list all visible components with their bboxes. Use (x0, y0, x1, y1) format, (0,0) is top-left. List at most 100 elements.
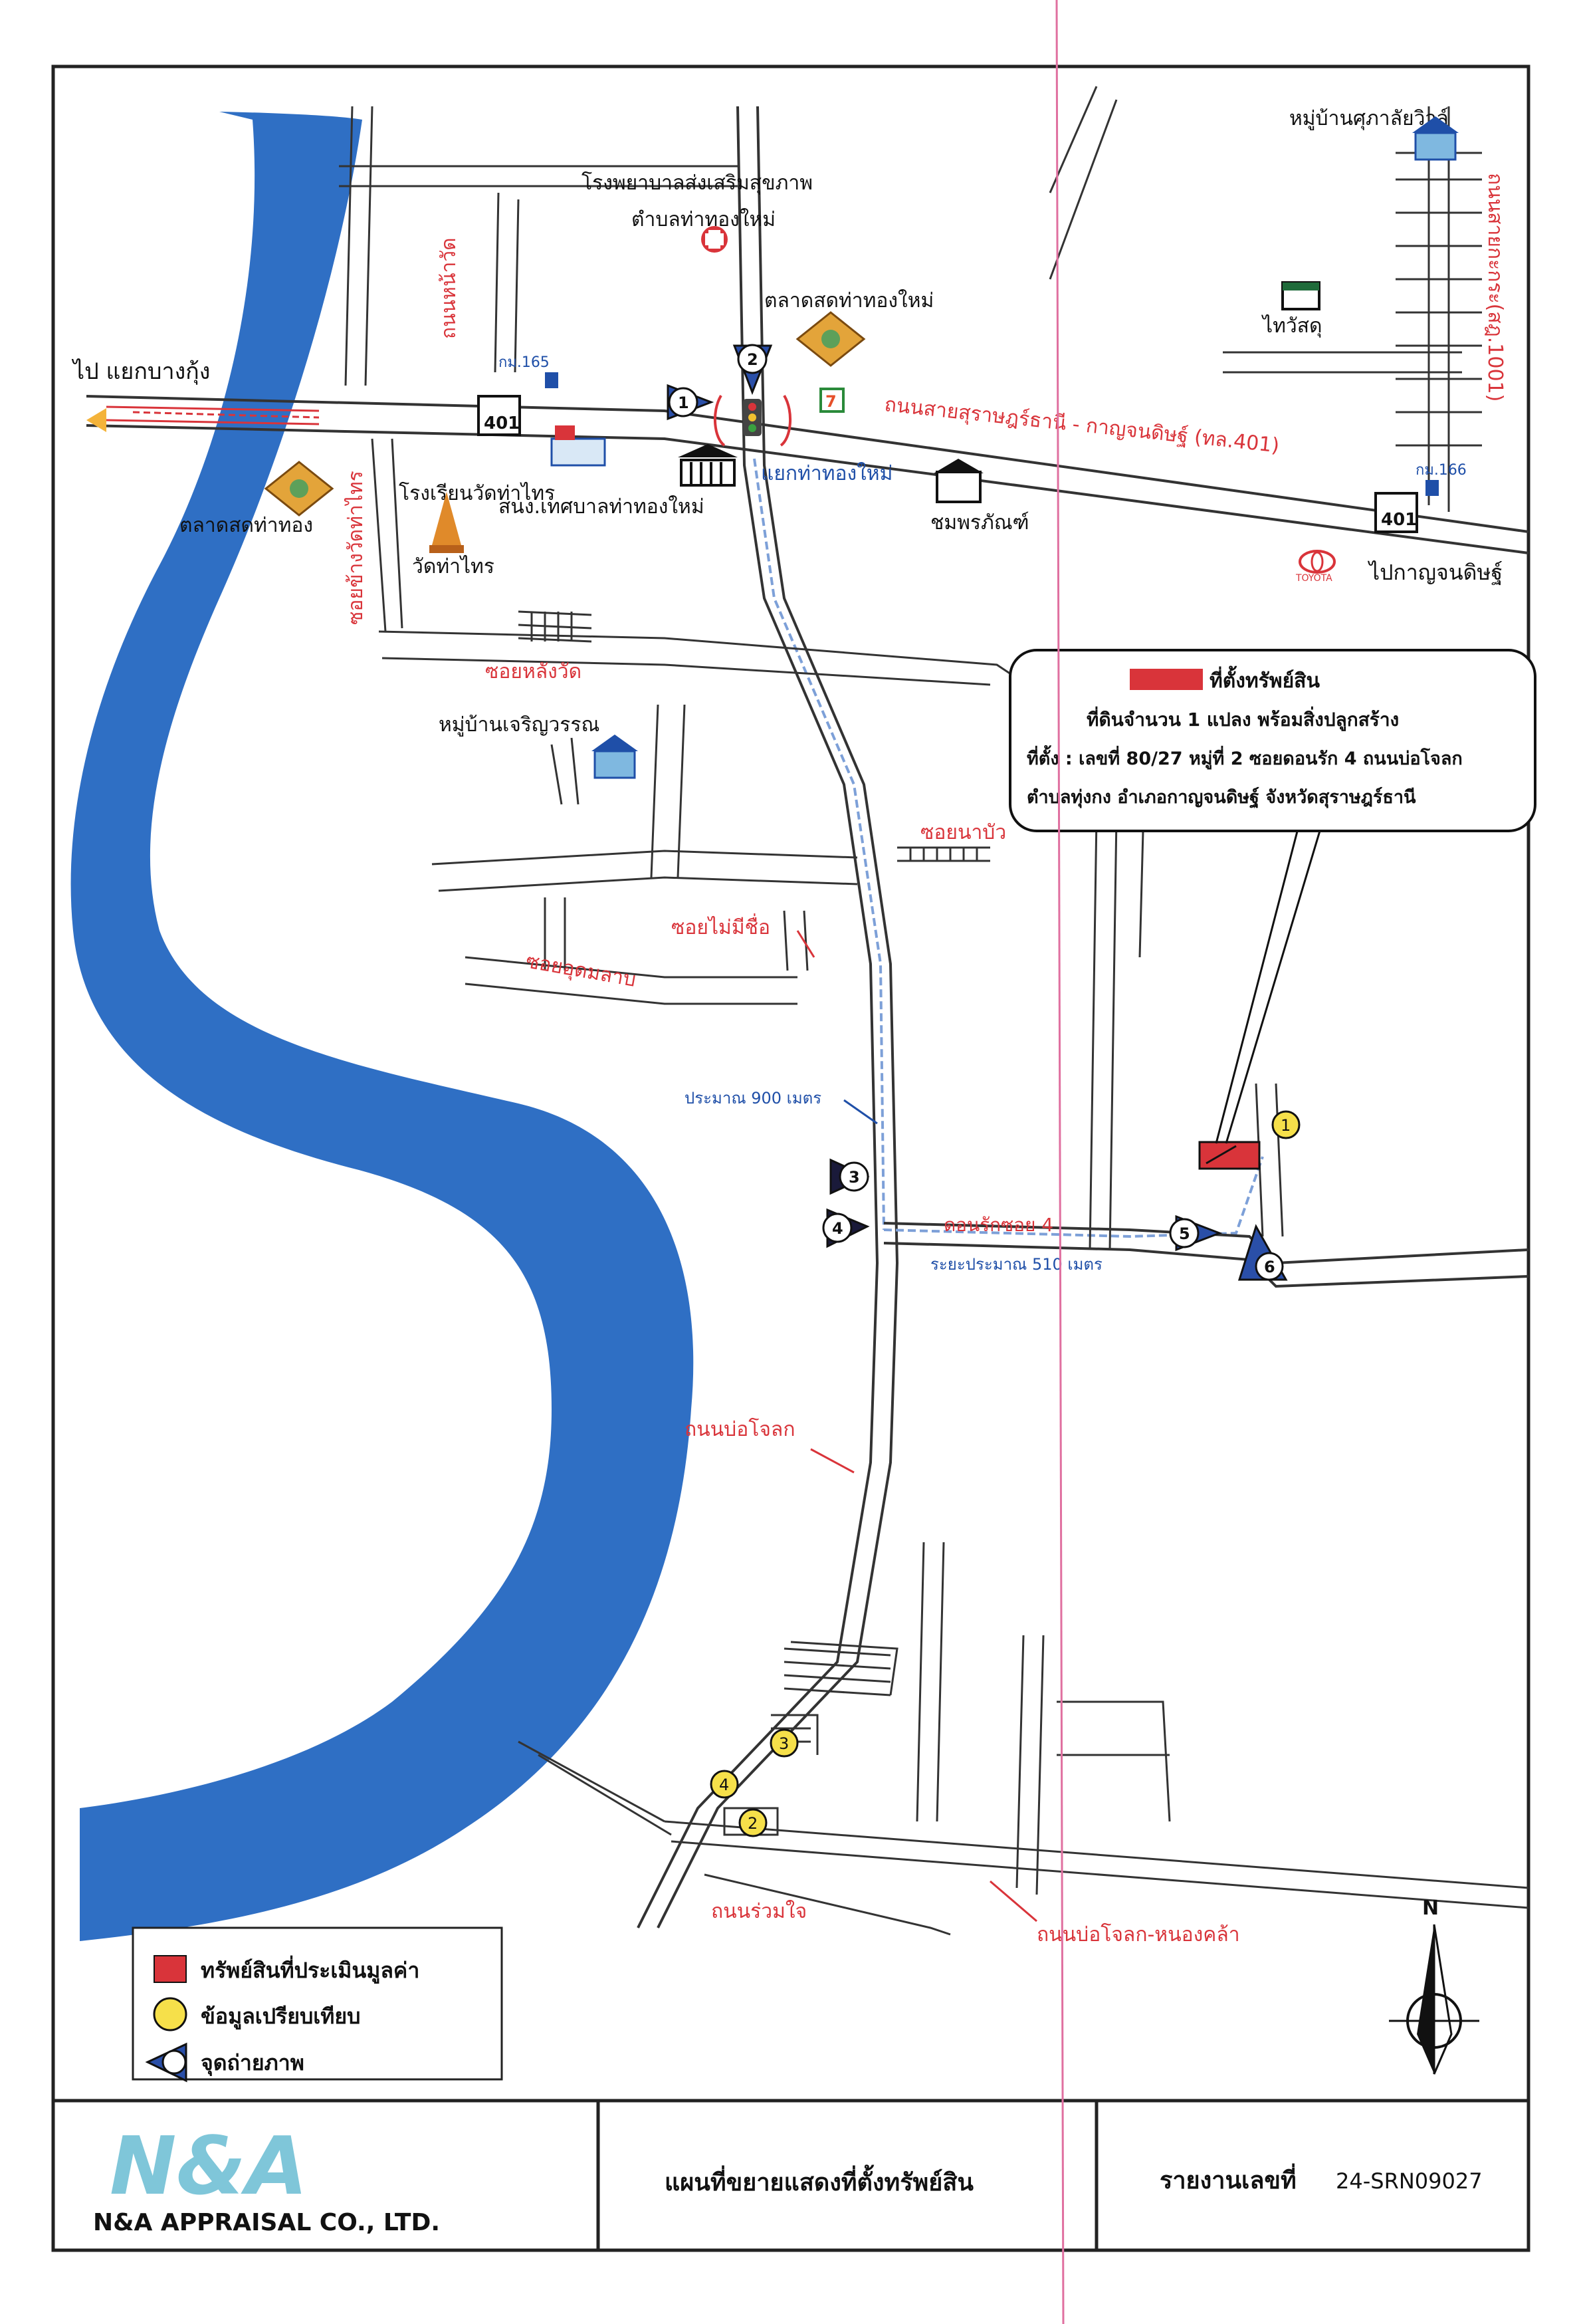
soi-donrak-4 (883, 1222, 1529, 1265)
company-name: N&A APPRAISAL CO., LTD. (93, 2209, 440, 2236)
label-road-1001: ถนนสายกะกระ(สฎ.1001) (1483, 173, 1507, 402)
callout-line3: ตำบลทุ่งกง อำเภอกาญจนดิษฐ์ จังหวัดสุราษฎ… (1027, 786, 1416, 809)
label-toyota: TOYOTA (1295, 573, 1332, 584)
label-soi-udom: ซอยอุดมลาบ (524, 949, 637, 992)
label-thanon-na-wat: ถนนหน้าวัด (437, 237, 461, 339)
svg-text:7: 7 (825, 392, 837, 411)
comparable-1: 1 (1271, 1110, 1301, 1139)
svg-text:401: 401 (484, 413, 520, 433)
label-soi-mai-mi-chue: ซอยไม่มีชื่อ (671, 913, 770, 939)
label-soi-khang-wat: ซอยข้างวัดท่าไทร (344, 471, 368, 625)
route-shield-401-east: 401 (1374, 492, 1418, 533)
label-municipality: สนง.เทศบาลท่าทองใหม่ (498, 495, 704, 519)
label-approx-510: ระยะประมาณ 510 เมตร (930, 1255, 1103, 1274)
label-to-bangkung: ไป แยกบางกุ้ง (71, 358, 210, 385)
photo-point-5: 5 (1169, 1215, 1223, 1252)
route-shield-401-west: 401 (477, 395, 521, 436)
camera-direction-icon (145, 2042, 187, 2083)
market-icon (264, 461, 334, 517)
label-hospital-line2: ตำบลท่าทองใหม่ (631, 208, 776, 231)
label-village-charoen: หมู่บ้านเจริญวรรณ (439, 713, 599, 737)
secondary-roads (339, 86, 1529, 1936)
legend: ทรัพย์สินที่ประเมินมูลค่า ข้อมูลเปรียบเท… (132, 1926, 503, 2083)
photo-point-3: 3 (829, 1158, 870, 1195)
label-junction: แยกท่าทองใหม่ (761, 462, 893, 485)
store-icon (1281, 281, 1320, 310)
svg-text:2: 2 (748, 1814, 758, 1833)
svg-text:2: 2 (747, 350, 758, 369)
legend-subject-swatch (154, 1955, 187, 1983)
photo-point-4: 4 (822, 1208, 870, 1248)
toyota-icon (1299, 550, 1336, 574)
photo-point-1: 1 (667, 384, 714, 421)
comparable-3: 3 (770, 1728, 799, 1758)
label-thaiwatsadu: ไทวัสดุ (1261, 314, 1322, 338)
photo-point-2: 2 (732, 344, 773, 396)
label-approx-900: ประมาณ 900 เมตร (684, 1089, 821, 1107)
village-icon (591, 735, 638, 779)
label-thanon-ruamjai: ถนนร่วมใจ (711, 1900, 807, 1923)
map-title: แผนที่ขยายแสดงที่ตั้งทรัพย์สิน (665, 2164, 974, 2196)
traffic-light-icon (713, 394, 792, 447)
svg-text:3: 3 (779, 1734, 789, 1753)
comparable-2: 2 (738, 1808, 768, 1837)
callout-pointer (1215, 810, 1327, 1144)
label-thanon-bocholok-nongkla: ถนนบ่อโจลก-หนองคล้า (1037, 1922, 1240, 1946)
hospital-icon (701, 226, 728, 253)
comparable-4: 4 (710, 1770, 739, 1799)
svg-text:N: N (1422, 1897, 1439, 1920)
label-km165: กม.165 (498, 354, 550, 371)
label-soi-lang-wat: ซอยหลังวัด (485, 660, 581, 683)
government-building-icon (678, 444, 738, 487)
village-icon (1412, 116, 1459, 161)
callout-swatch (1130, 669, 1203, 690)
legend-comparable-label: ข้อมูลเปรียบเทียบ (201, 2004, 360, 2030)
label-km166: กม.166 (1416, 462, 1467, 479)
label-hospital-line1: โรงพยาบาลส่งเสริมสุขภาพ (581, 171, 813, 195)
legend-photo-label: จุดถ่ายภาพ (201, 2050, 304, 2077)
km-post-icon (545, 372, 558, 388)
main-highway (86, 395, 1529, 533)
company-logo: N&A (110, 2121, 308, 2213)
label-market-new: ตลาดสดท่าทองใหม่ (764, 289, 934, 312)
svg-text:4: 4 (832, 1219, 843, 1238)
legend-comparable-swatch (153, 1997, 187, 2032)
school-icon (550, 425, 606, 467)
river (70, 112, 694, 1941)
arrow-west-icon (86, 408, 106, 432)
subject-property (1198, 1141, 1261, 1170)
label-donrak-soi4: ดอนรักซอย 4 (944, 1214, 1053, 1236)
route-to-property (753, 458, 1264, 1238)
scan-line (1055, 0, 1065, 2324)
svg-text:5: 5 (1179, 1224, 1190, 1243)
temple-icon (429, 492, 464, 553)
svg-text:3: 3 (849, 1168, 860, 1187)
svg-text:401: 401 (1381, 510, 1417, 530)
market-icon (795, 311, 866, 367)
km-post-icon (1425, 480, 1439, 496)
svg-text:1: 1 (1281, 1116, 1291, 1135)
svg-text:1: 1 (678, 394, 689, 412)
report-label: รายงานเลขที่ (1160, 2163, 1297, 2194)
north-arrow-icon: N (1389, 1897, 1479, 2075)
callout-line1: ที่ดินจำนวน 1 แปลง พร้อมสิ่งปลูกสร้าง (1087, 706, 1399, 731)
label-chomphon: ชมพรภัณฑ์ (930, 511, 1029, 534)
label-market-thathong: ตลาดสดท่าทอง (179, 514, 313, 537)
bocholok-road (637, 106, 879, 1928)
shop-icon (934, 459, 984, 503)
svg-text:4: 4 (719, 1776, 729, 1794)
label-school: โรงเรียนวัดท่าไทร (399, 481, 555, 505)
photo-point-6: 6 (1237, 1224, 1288, 1281)
svg-text:6: 6 (1264, 1258, 1275, 1276)
callout-title: ที่ตั้งทรัพย์สิน (1210, 665, 1320, 693)
legend-subject-label: ทรัพย์สินที่ประเมินมูลค่า (201, 1955, 419, 1984)
label-to-kanchanadit: ไปกาญจนดิษฐ์ (1367, 560, 1503, 586)
label-thanon-bocholok: ถนนบ่อโจลก (684, 1417, 795, 1441)
property-callout: ที่ตั้งทรัพย์สิน ที่ดินจำนวน 1 แปลง พร้อ… (1009, 649, 1536, 832)
label-wat-thasai: วัดท่าไทร (412, 554, 494, 578)
seven-eleven-icon: 7 (819, 388, 845, 413)
callout-line2: ที่ตั้ง : เลขที่ 80/27 หมู่ที่ 2 ซอยดอนร… (1027, 745, 1463, 770)
report-number: 24-SRN09027 (1336, 2168, 1483, 2194)
title-block: N&A N&A APPRAISAL CO., LTD. แผนที่ขยายแส… (51, 2099, 1530, 2252)
